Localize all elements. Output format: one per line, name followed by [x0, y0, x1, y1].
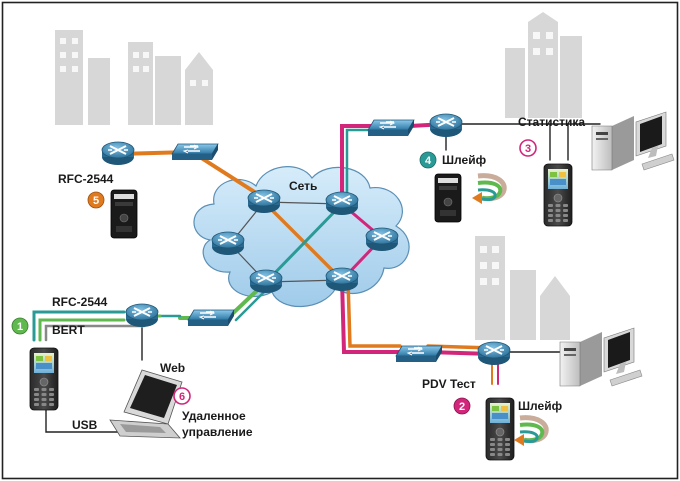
label-pdv: PDV Тест	[422, 377, 476, 391]
switch-bottom	[395, 345, 443, 363]
buildings-top-right	[505, 12, 582, 118]
router-bottom-right	[477, 341, 511, 366]
router-cloud-bl	[249, 269, 283, 294]
badge-1: 1	[11, 317, 29, 335]
laptop-icon	[109, 369, 183, 439]
label-remote-2: управление	[182, 425, 253, 439]
tester-2	[485, 397, 515, 461]
switch-top-right	[367, 119, 415, 137]
badge-5: 5	[87, 191, 105, 209]
tester-5	[110, 189, 138, 239]
badge-3: 3	[519, 139, 537, 157]
label-bert: BERT	[52, 323, 85, 337]
router-top-right	[429, 113, 463, 138]
svg-text:1: 1	[17, 321, 23, 333]
svg-text:4: 4	[425, 155, 432, 167]
svg-text:6: 6	[179, 391, 185, 403]
switch-top-left	[171, 143, 219, 161]
label-rfc-left: RFC-2544	[52, 295, 108, 309]
label-remote-1: Удаленное	[182, 409, 246, 423]
svg-text:2: 2	[459, 401, 465, 413]
tester-1	[29, 347, 59, 411]
router-cloud-tr	[325, 191, 359, 216]
svg-text:5: 5	[93, 195, 99, 207]
svg-text:3: 3	[525, 143, 531, 155]
badge-4: 4	[419, 151, 437, 169]
tester-3	[543, 163, 573, 227]
router-cloud-r	[365, 227, 399, 252]
label-usb: USB	[72, 418, 98, 432]
network-label: Сеть	[289, 179, 317, 193]
label-web: Web	[160, 361, 185, 375]
label-stats: Статистика	[518, 115, 585, 129]
label-loop-bottom: Шлейф	[518, 399, 563, 413]
switch-left	[187, 309, 235, 327]
router-cloud-l	[211, 231, 245, 256]
label-rfc-top: RFC-2544	[58, 172, 114, 186]
badge-2: 2	[453, 397, 471, 415]
router-cloud-br	[325, 267, 359, 292]
label-loop-top: Шлейф	[442, 153, 487, 167]
router-cloud-tl	[247, 189, 281, 214]
router-top-left	[101, 141, 135, 166]
tester-4	[434, 173, 462, 223]
badge-6: 6	[173, 387, 191, 405]
buildings-bottom-right	[475, 236, 570, 340]
router-left	[125, 303, 159, 328]
